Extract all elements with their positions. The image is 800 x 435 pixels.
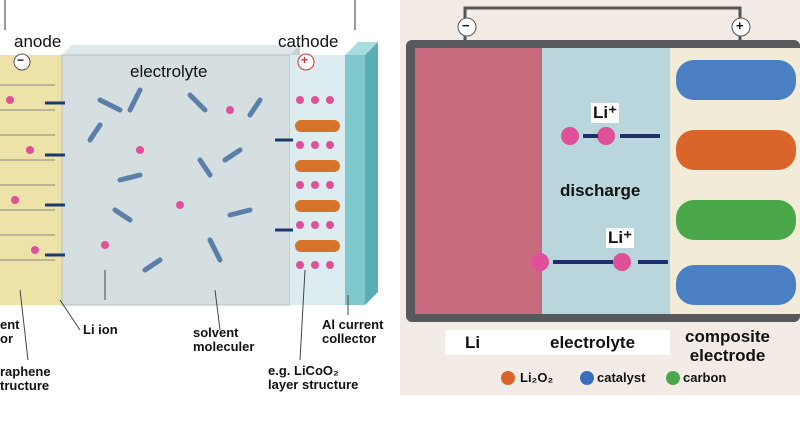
ion-arrows bbox=[45, 101, 293, 257]
li-ion-bottom-label: Li⁺ bbox=[606, 228, 635, 248]
legend-li2o2-dot bbox=[501, 371, 515, 385]
legend-carbon: carbon bbox=[683, 370, 727, 385]
electrolyte-label: electrolyte bbox=[130, 62, 208, 81]
legend-li2o2: Li₂O₂ bbox=[520, 370, 554, 385]
discharge-label: discharge bbox=[560, 181, 641, 200]
li-ion-balls bbox=[531, 127, 631, 271]
li-ion-top-label: Li⁺ bbox=[591, 103, 620, 123]
cathode-plus: + bbox=[301, 53, 309, 67]
al-collector-label: Al current collector bbox=[322, 317, 384, 346]
electrolyte-box bbox=[61, 54, 291, 306]
li-ions bbox=[6, 96, 334, 269]
anode-block bbox=[0, 55, 62, 305]
al-current-collector bbox=[345, 55, 365, 305]
graphene-layers bbox=[0, 84, 55, 261]
right-plus: + bbox=[736, 18, 744, 33]
current-collector-label: ent or bbox=[0, 317, 20, 346]
anode-label: anode bbox=[14, 32, 62, 51]
solvent-molecules bbox=[87, 87, 263, 273]
legend-catalyst-dot bbox=[580, 371, 594, 385]
cathode-label: cathode bbox=[278, 32, 339, 51]
solvent-label: solvent moleculer bbox=[193, 325, 255, 354]
composite-particles bbox=[676, 60, 796, 305]
li-label: Li bbox=[465, 333, 481, 352]
legend-carbon-dot bbox=[666, 371, 680, 385]
anode-minus: − bbox=[17, 53, 25, 67]
electrolyte-region bbox=[542, 48, 670, 314]
legend-catalyst: catalyst bbox=[597, 370, 646, 385]
cathode-layers bbox=[295, 120, 340, 252]
li-anode-region bbox=[415, 48, 542, 314]
leader-lines bbox=[19, 269, 349, 361]
graphene-label: raphene tructure bbox=[0, 364, 51, 393]
right-minus: − bbox=[462, 18, 470, 33]
right-electrolyte-label: electrolyte bbox=[550, 333, 636, 352]
licoo2-label: e.g. LiCoO₂ layer structure bbox=[268, 363, 359, 392]
discharge-arrows bbox=[553, 134, 668, 264]
li-ion-label: Li ion bbox=[83, 322, 118, 337]
composite-electrode-label: composite electrode bbox=[685, 327, 771, 365]
